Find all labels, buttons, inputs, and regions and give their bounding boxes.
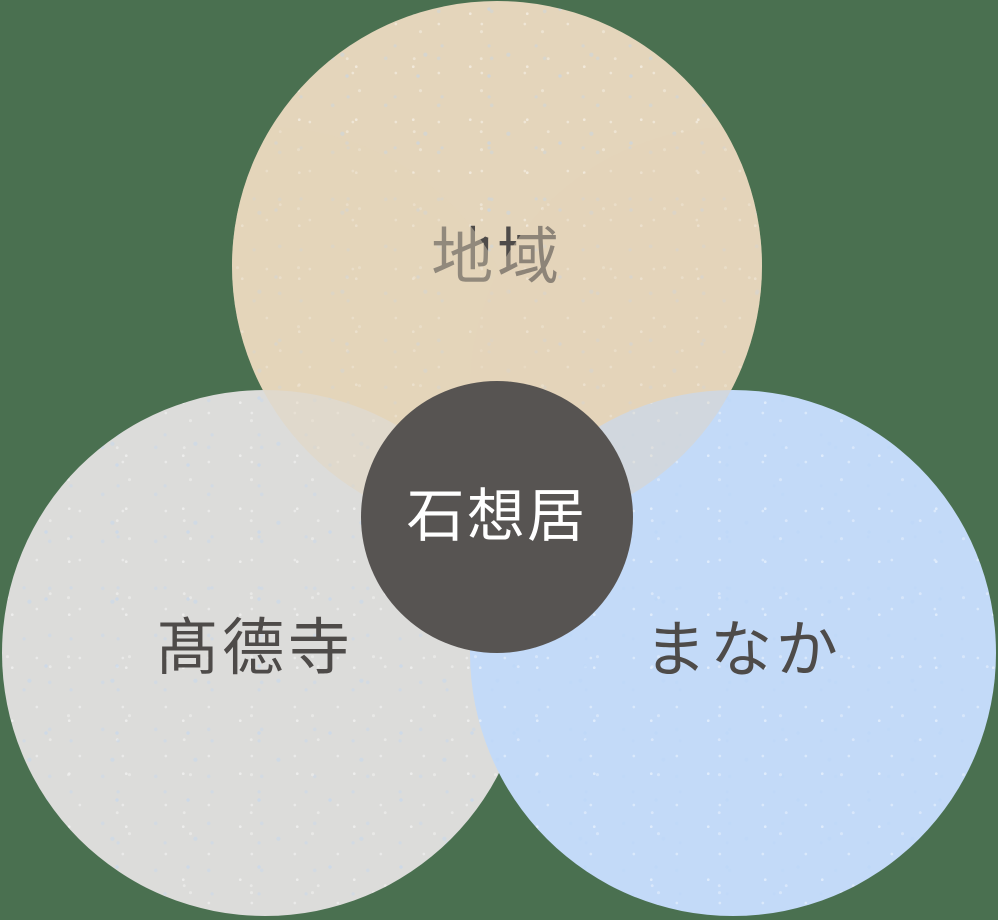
- venn-lobe-left-label: 髙德寺: [156, 615, 354, 683]
- venn-lobe-top-label: 地域: [431, 224, 563, 292]
- venn-lobe-right-label: まなか: [644, 617, 842, 685]
- venn-center-label: 石想居: [406, 484, 588, 549]
- venn-center-hub: 石想居: [361, 381, 633, 653]
